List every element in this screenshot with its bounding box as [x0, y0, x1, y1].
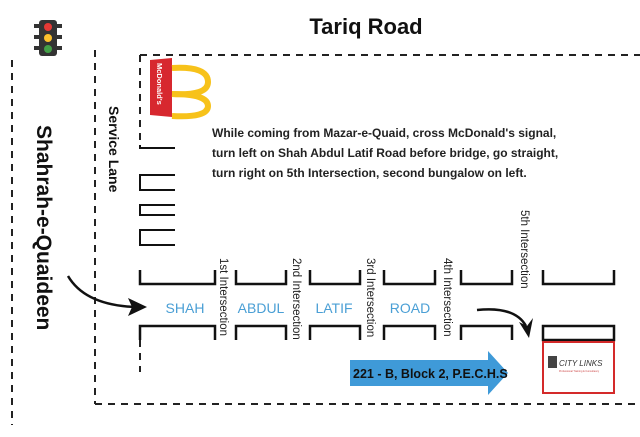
road-boundaries — [11, 50, 640, 425]
direction-line: turn left on Shah Abdul Latif Road befor… — [212, 146, 558, 160]
upper-blocks — [138, 270, 616, 286]
turn-right-arrow-icon — [476, 308, 533, 338]
traffic-light-icon — [34, 20, 62, 56]
road-word: ABDUL — [238, 300, 285, 316]
destination-marker: CITY LINKS Professional Training & Consu… — [542, 341, 615, 394]
intersection-label-4: 4th Intersection — [441, 258, 453, 337]
destination-block — [541, 324, 616, 342]
intersection-label-1: 1st Intersection — [217, 258, 229, 336]
city-links-logo-icon — [548, 356, 557, 368]
address-label: 221 - B, Block 2, P.E.C.H.S — [353, 367, 508, 381]
service-lane-label: Service Lane — [106, 106, 122, 193]
service-lane-blocks — [139, 145, 175, 246]
intersection-label-5: 5th Intersection — [518, 210, 530, 289]
direction-line: While coming from Mazar-e-Quaid, cross M… — [212, 126, 556, 140]
intersection-label-3: 3rd Intersection — [364, 258, 376, 337]
directions-text: While coming from Mazar-e-Quaid, cross M… — [212, 126, 558, 180]
tariq-road-label: Tariq Road — [309, 14, 422, 39]
road-word: ROAD — [390, 300, 430, 316]
address-arrow: 221 - B, Block 2, P.E.C.H.S — [350, 351, 508, 395]
city-links-logo-text: CITY LINKS — [559, 359, 603, 368]
shahrah-e-quaideen-label: Shahrah-e-Quaideen — [32, 125, 55, 330]
direction-line: turn right on 5th Intersection, second b… — [212, 166, 527, 180]
city-links-tagline: Professional Training & Consultancy — [559, 370, 600, 373]
lower-blocks — [138, 324, 616, 342]
mcdonalds-logo: McDonald's — [150, 58, 212, 120]
road-word: SHAH — [166, 300, 205, 316]
mcdonalds-sign-text: McDonald's — [155, 63, 164, 105]
road-word: LATIF — [315, 300, 352, 316]
turn-left-arrow-icon — [66, 275, 147, 316]
intersection-label-2: 2nd Intersection — [290, 258, 302, 340]
